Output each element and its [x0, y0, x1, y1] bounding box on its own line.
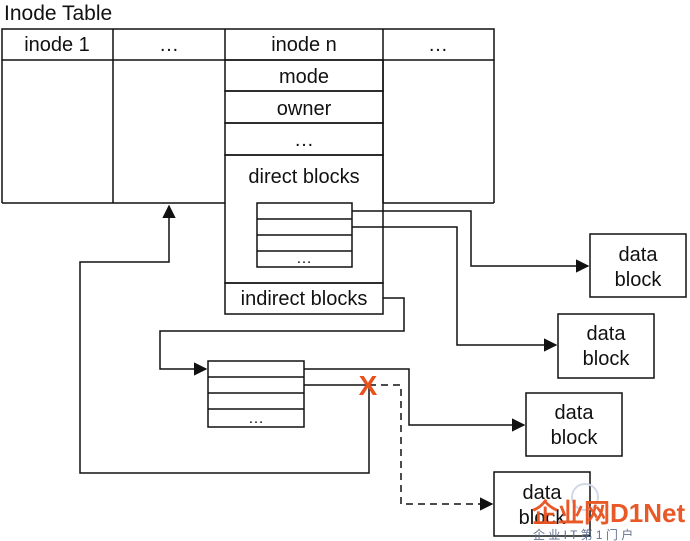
data-blocks — [493, 233, 687, 537]
arrow-indirect-to-block-3 — [304, 368, 526, 432]
header-inode-n: inode n — [271, 34, 337, 56]
arrow-broken-to-block-4 — [369, 384, 494, 511]
data-block-2 — [557, 313, 655, 379]
data-block-2-line2: block — [583, 348, 631, 370]
header-ellipsis-1: … — [159, 34, 179, 56]
data-block-4-line2: block — [519, 507, 567, 529]
header-ellipsis-2: … — [428, 34, 448, 56]
inode-table-title: Inode Table — [4, 2, 112, 25]
field-ellipsis: … — [294, 129, 314, 151]
direct-pointer-ellipsis: … — [296, 250, 312, 267]
data-block-4-line1: data — [523, 482, 563, 504]
field-direct-blocks: direct blocks — [248, 166, 359, 188]
field-mode: mode — [279, 66, 329, 88]
data-block-1 — [589, 233, 687, 298]
data-block-4 — [493, 471, 591, 537]
data-block-1-line1: data — [619, 244, 659, 266]
indirect-pointer-list — [207, 360, 305, 428]
watermark-logo: 企业网D1Net 企 业 I T 第 1 门 户 — [532, 483, 685, 541]
data-block-3-line2: block — [551, 427, 599, 449]
arrow-direct-to-block-1 — [352, 210, 590, 273]
data-block-1-line2: block — [615, 269, 663, 291]
broken-link-x-mark: X — [359, 370, 378, 401]
watermark-brand: 企业网D1Net — [532, 498, 685, 528]
data-block-3 — [525, 392, 623, 457]
direct-pointer-list — [256, 202, 353, 268]
arrow-indirect-to-list — [159, 297, 405, 376]
arrow-direct-to-block-2 — [352, 226, 558, 352]
watermark-tagline: 企 业 I T 第 1 门 户 — [533, 527, 633, 541]
header-inode-1: inode 1 — [24, 34, 90, 56]
data-block-3-line1: data — [555, 402, 595, 424]
field-indirect-blocks: indirect blocks — [241, 288, 368, 310]
field-owner: owner — [277, 98, 332, 120]
inode-n-fields — [224, 59, 384, 315]
data-block-2-line1: data — [587, 323, 627, 345]
indirect-pointer-ellipsis: … — [248, 410, 264, 427]
